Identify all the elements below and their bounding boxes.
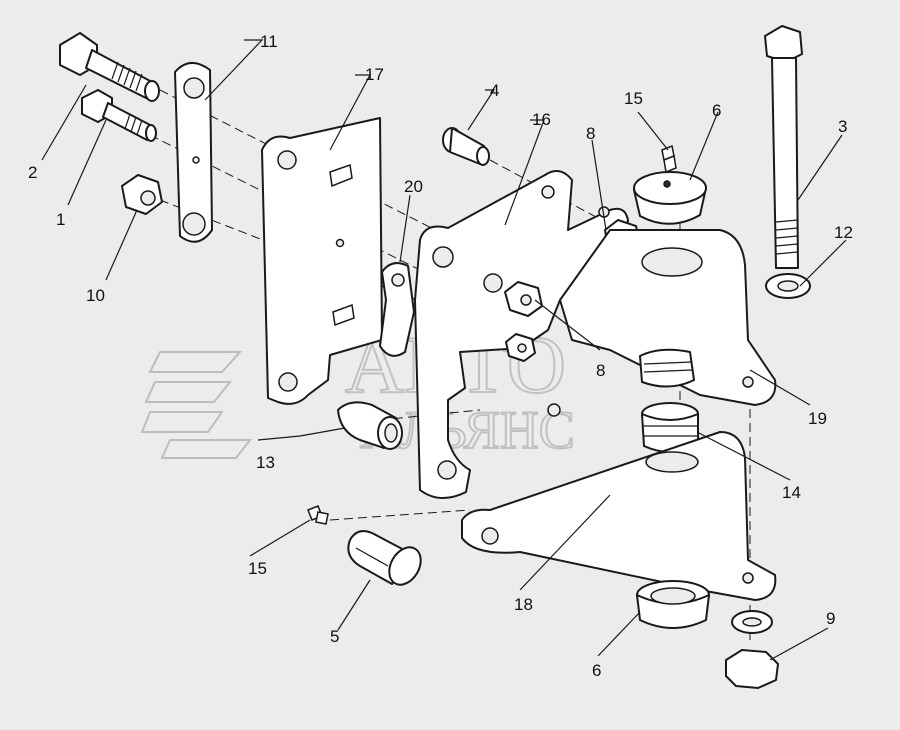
callout-6-lower: 6 bbox=[592, 661, 601, 680]
grease-fitting-upper bbox=[661, 144, 677, 174]
bolt-long bbox=[59, 32, 160, 102]
callout-20: 20 bbox=[404, 177, 423, 196]
callout-6-upper: 6 bbox=[712, 101, 721, 120]
bolt-short bbox=[81, 89, 157, 142]
lock-plate bbox=[174, 62, 213, 243]
callout-18: 18 bbox=[514, 595, 533, 614]
washer-9 bbox=[731, 610, 773, 634]
callout-11: 11 bbox=[260, 32, 278, 51]
nut-9 bbox=[725, 649, 779, 689]
callout-8-upper: 8 bbox=[586, 124, 595, 143]
washer-12 bbox=[765, 273, 811, 299]
rubber-bushing-upper bbox=[639, 348, 695, 388]
callout-17: 17 bbox=[365, 65, 384, 84]
callout-3: 3 bbox=[838, 117, 847, 136]
pivot-pin bbox=[442, 127, 490, 166]
grease-fitting-lower bbox=[307, 505, 329, 525]
callout-8-lower: 8 bbox=[596, 361, 605, 380]
hinge-pin bbox=[347, 530, 422, 586]
cap-lower bbox=[636, 580, 710, 629]
callout-1: 1 bbox=[56, 210, 65, 229]
callout-4: 4 bbox=[490, 81, 499, 100]
callout-15-lower: 15 bbox=[248, 559, 267, 578]
callout-2: 2 bbox=[28, 163, 37, 182]
latch-arm bbox=[379, 262, 415, 357]
upper-arm bbox=[559, 229, 777, 406]
callout-labels: 2 1 10 11 17 4 16 8 15 6 3 12 20 8 19 14… bbox=[28, 32, 853, 680]
main-bracket bbox=[414, 170, 629, 499]
callout-12: 12 bbox=[834, 223, 853, 242]
callout-13: 13 bbox=[256, 453, 275, 472]
callout-9: 9 bbox=[826, 609, 835, 628]
nut-10 bbox=[121, 174, 163, 215]
nut-8-lower bbox=[505, 333, 536, 362]
bolt-vertical bbox=[764, 25, 803, 269]
bushing bbox=[337, 401, 403, 450]
leader-lines bbox=[41, 39, 847, 661]
callout-16: 16 bbox=[532, 110, 551, 129]
bracket-plate bbox=[261, 117, 383, 405]
nut-8-middle bbox=[504, 281, 543, 317]
callout-19: 19 bbox=[808, 409, 827, 428]
cap-upper bbox=[633, 171, 707, 225]
callout-14: 14 bbox=[782, 483, 801, 502]
callout-5: 5 bbox=[330, 627, 339, 646]
lower-arm bbox=[461, 431, 777, 601]
callout-15-upper: 15 bbox=[624, 89, 643, 108]
callout-10: 10 bbox=[86, 286, 105, 305]
